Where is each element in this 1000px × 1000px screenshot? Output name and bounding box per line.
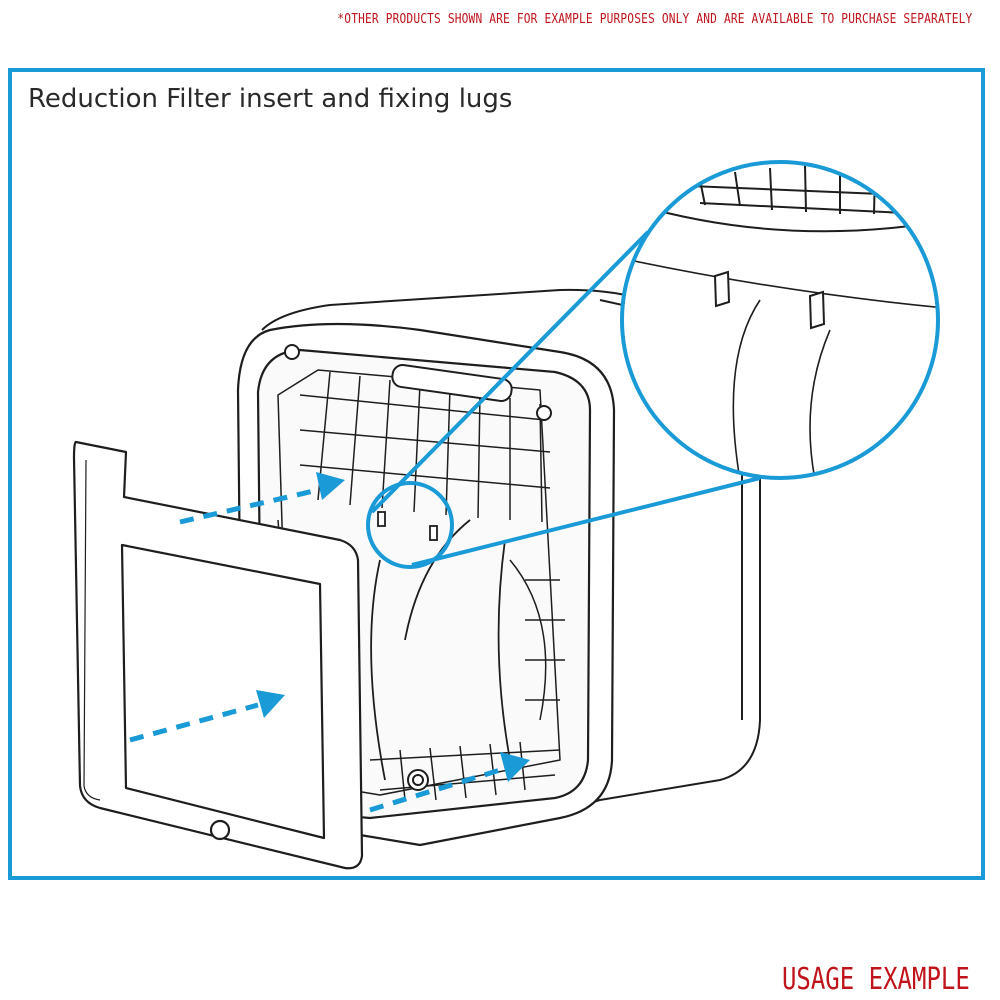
diagram-title: Reduction Filter insert and fixing lugs bbox=[28, 84, 513, 114]
arrow-heads bbox=[256, 472, 530, 782]
callout-source-circle bbox=[366, 481, 454, 569]
usage-example-label: USAGE EXAMPLE bbox=[782, 962, 970, 997]
magnifier-circle bbox=[620, 160, 940, 480]
reduction-filter-insert bbox=[72, 440, 364, 870]
magnified-detail bbox=[622, 162, 938, 478]
fixing-lugs bbox=[377, 511, 438, 541]
screw-bosses bbox=[284, 344, 552, 791]
disclaimer-text: *OTHER PRODUCTS SHOWN ARE FOR EXAMPLE PU… bbox=[336, 12, 972, 27]
grille-pattern bbox=[265, 371, 565, 801]
callout-leader-lines bbox=[370, 230, 761, 567]
duct-curves bbox=[370, 519, 511, 781]
diagram-frame bbox=[8, 68, 985, 880]
